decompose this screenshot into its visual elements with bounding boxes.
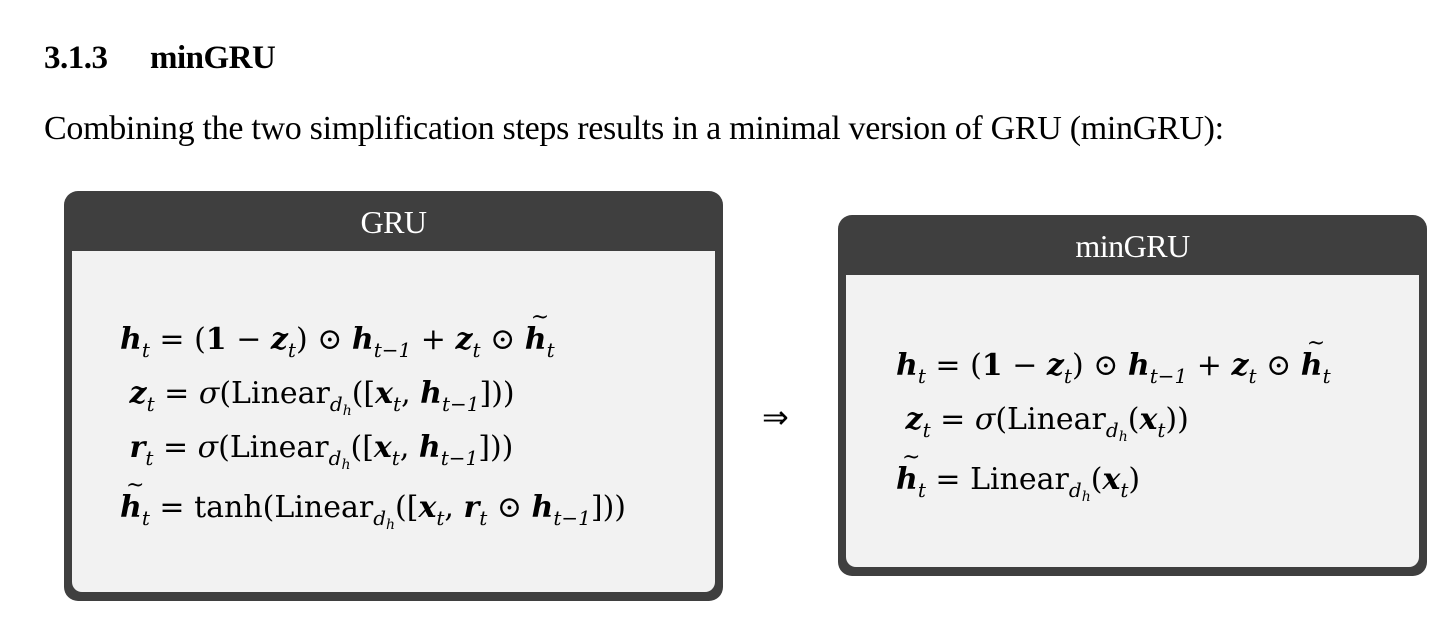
mingru-box-title: minGRU (1075, 228, 1190, 264)
gru-box-body: ht = (1 − zt) ⊙ ht−1 + zt ⊙ ht zt = σ(Li… (72, 251, 715, 592)
implies-arrow-icon: ⇒ (762, 398, 789, 436)
section-title: minGRU (150, 40, 276, 76)
paragraph: Combining the two simplification steps r… (44, 110, 1224, 147)
mingru-equation-candidate: ht = Lineardh(xt) (896, 431, 1331, 507)
gru-box-title: GRU (360, 204, 427, 240)
gru-equation-hidden-state: ht = (1 − zt) ⊙ ht−1 + zt ⊙ ht (120, 291, 626, 367)
gru-equation-update-gate: zt = σ(Lineardh([xt, ht−1])) (129, 376, 515, 419)
section-heading: 3.1.3 minGRU (44, 40, 276, 77)
section-number: 3.1.3 (44, 40, 108, 76)
gru-equation-reset-gate: rt = σ(Lineardh([xt, ht−1])) (129, 430, 514, 473)
mingru-box-body: ht = (1 − zt) ⊙ ht−1 + zt ⊙ ht zt = σ(Li… (846, 275, 1419, 567)
mingru-equation-hidden-state: ht = (1 − zt) ⊙ ht−1 + zt ⊙ ht (896, 317, 1331, 393)
gru-equations: ht = (1 − zt) ⊙ ht−1 + zt ⊙ ht zt = σ(Li… (120, 291, 626, 535)
gru-box: GRU ht = (1 − zt) ⊙ ht−1 + zt ⊙ ht zt = … (64, 191, 723, 601)
mingru-box: minGRU ht = (1 − zt) ⊙ ht−1 + zt ⊙ ht zt… (838, 215, 1427, 576)
gru-equation-candidate: ht = tanh(Lineardh([xt, rt ⊙ ht−1])) (120, 459, 626, 535)
mingru-equation-update-gate: zt = σ(Lineardh(xt)) (905, 402, 1189, 445)
mingru-equations: ht = (1 − zt) ⊙ ht−1 + zt ⊙ ht zt = σ(Li… (896, 317, 1331, 507)
